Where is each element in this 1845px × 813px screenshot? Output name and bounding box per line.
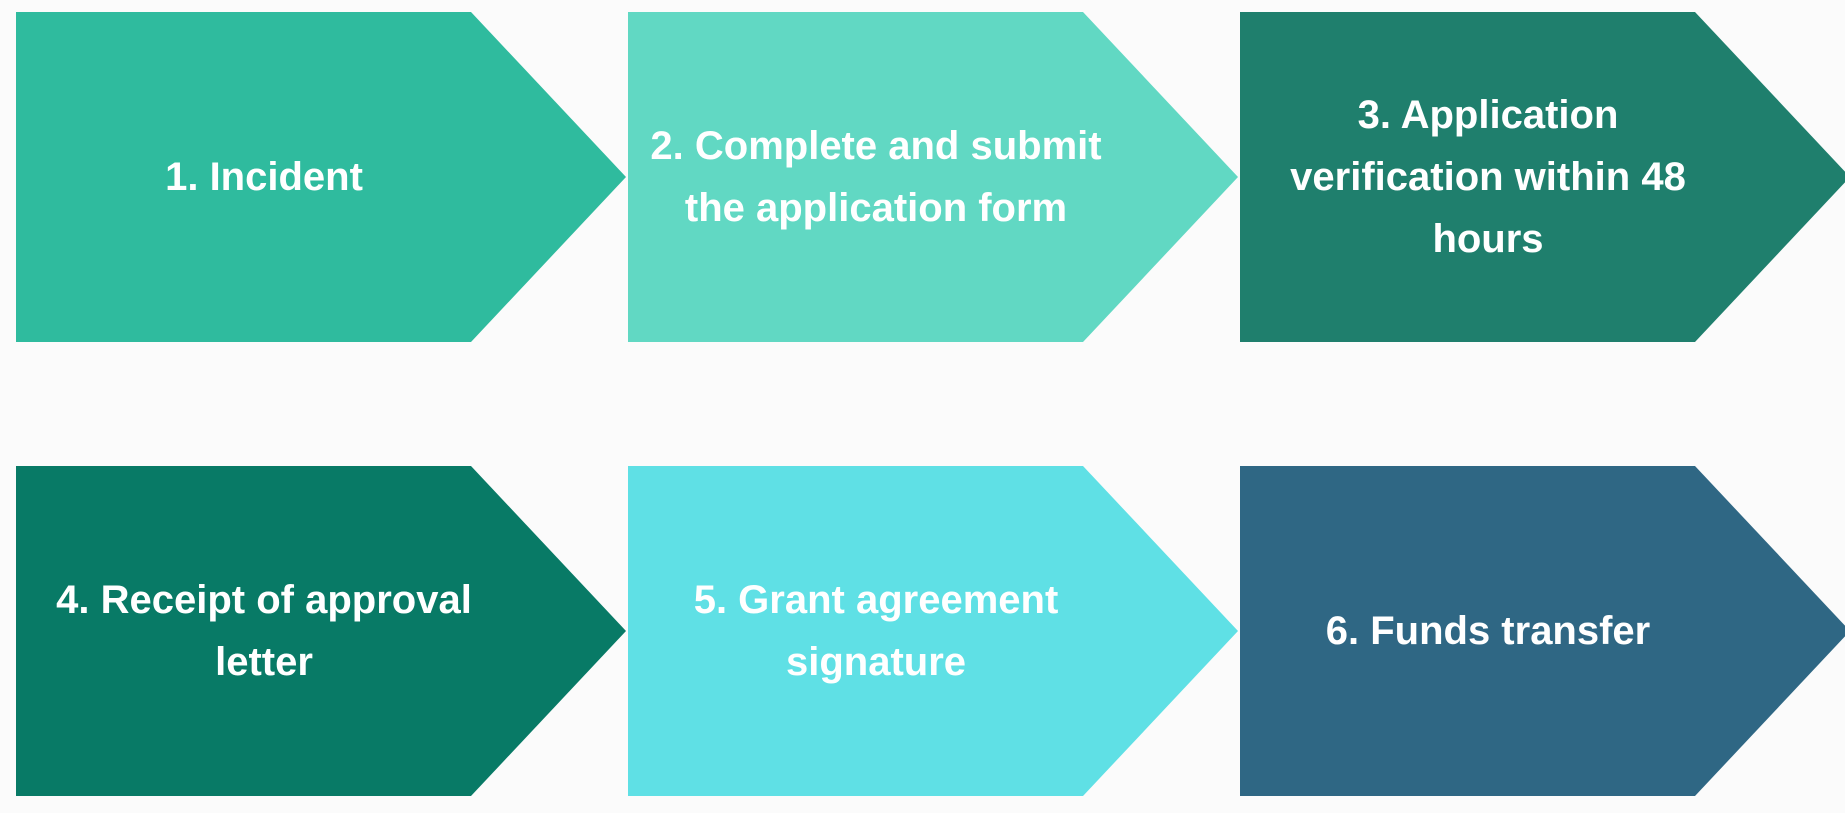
step-1-label: 1. Incident xyxy=(165,155,363,199)
step-5-label: 5. Grant agreement signature xyxy=(693,578,1059,684)
step-2-label: 2. Complete and submit the application f… xyxy=(650,124,1102,230)
step-3-application-verification: 3. Application verification within 48 ho… xyxy=(1240,12,1845,342)
step-2-submit-application: 2. Complete and submit the application f… xyxy=(628,12,1238,342)
step-5-grant-agreement: 5. Grant agreement signature xyxy=(628,466,1238,796)
step-3-label: 3. Application verification within 48 ho… xyxy=(1290,93,1686,261)
step-1-incident: 1. Incident xyxy=(16,12,626,342)
step-4-label: 4. Receipt of approval letter xyxy=(56,578,472,684)
step-6-label: 6. Funds transfer xyxy=(1325,609,1651,653)
step-4-approval-letter: 4. Receipt of approval letter xyxy=(16,466,626,796)
step-6-funds-transfer: 6. Funds transfer xyxy=(1240,466,1845,796)
